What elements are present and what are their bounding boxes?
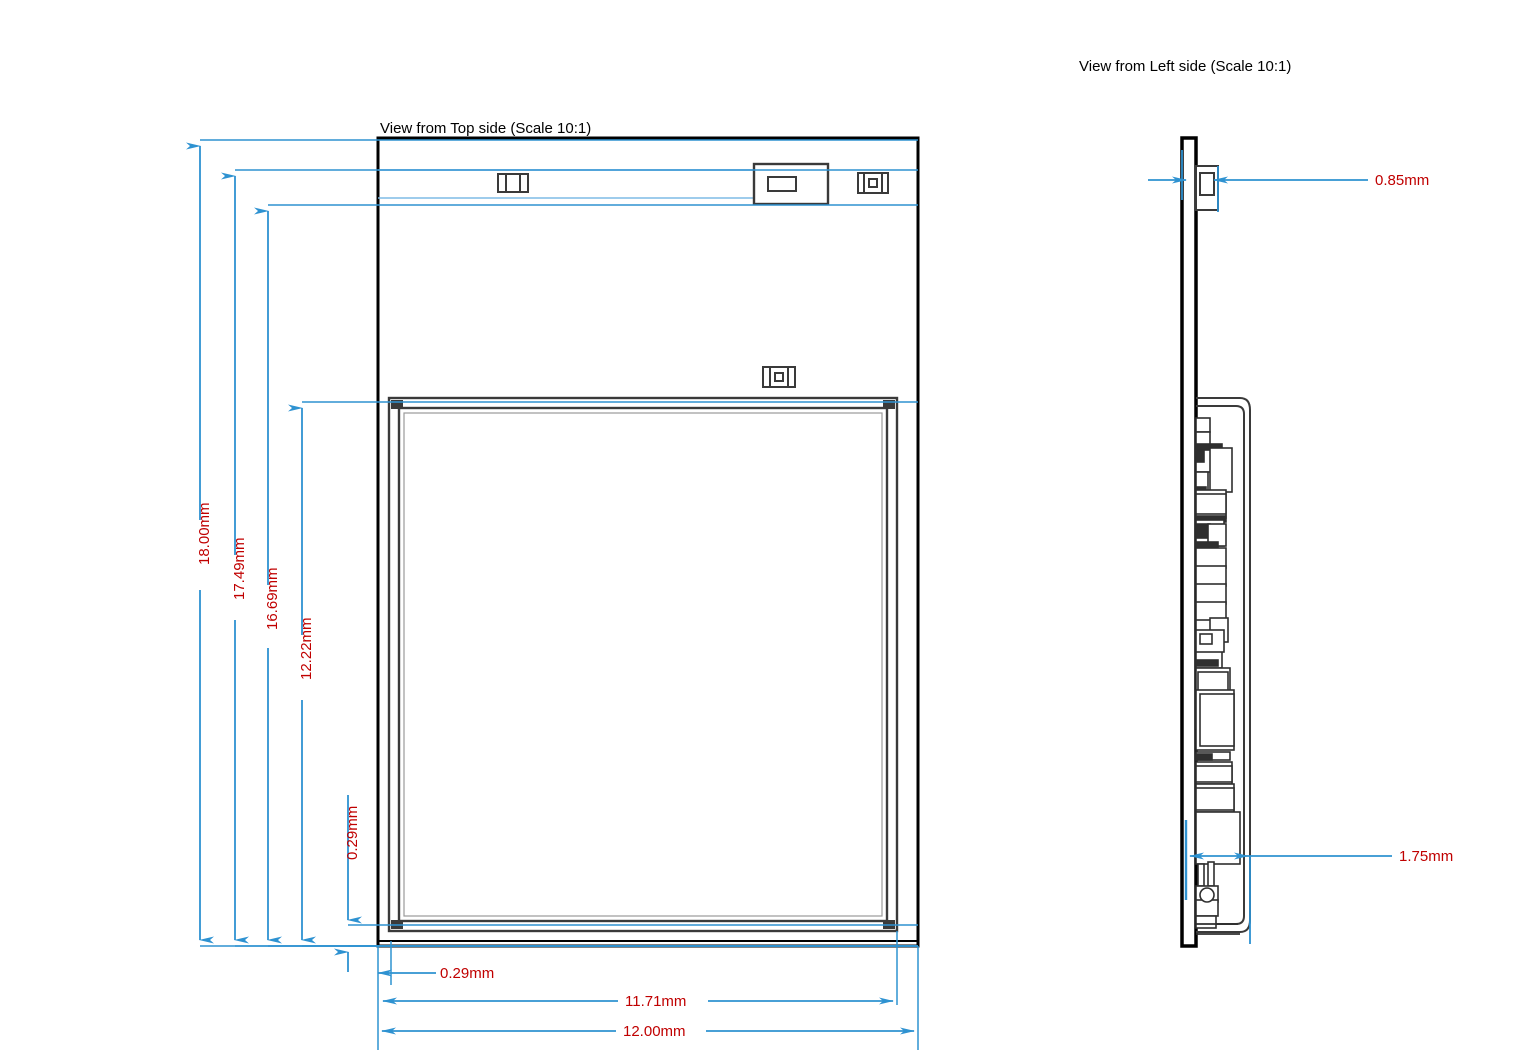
dim-label-overall-height: 18.00mm (196, 502, 213, 565)
left-view-substrate (1180, 136, 1198, 948)
component-resistor-symbol (497, 173, 529, 193)
dim-label-overall-width: 12.00mm (623, 1023, 686, 1040)
dim-label-left-offset: 0.29mm (440, 965, 495, 982)
dim-label-bottom-offset: 0.29mm (344, 805, 361, 860)
left-view-bottom-lip (1196, 923, 1240, 935)
corner-mark-top-right (883, 400, 895, 409)
top-view-package-outline (376, 136, 920, 948)
left-view-housing-outline (1196, 397, 1251, 933)
dim-label-inner-height-1: 17.49mm (231, 537, 248, 600)
left-view-group (1180, 136, 1251, 948)
top-view-title: View from Top side (Scale 10:1) (380, 120, 592, 137)
component-round-pad-symbol-middle (762, 366, 796, 388)
top-view-group (376, 136, 920, 948)
dim-label-body-thickness: 1.75mm (1399, 848, 1454, 865)
vertical-dimension-group (186, 139, 918, 972)
component-round-pad-symbol-upper (857, 172, 889, 194)
horizontal-dimension-group (377, 931, 919, 1050)
left-view-top-protrusion (1195, 165, 1219, 211)
left-view-dimension-group (1148, 150, 1392, 944)
dim-label-inner-height-2: 16.69mm (264, 567, 281, 630)
left-view-title: View from Left side (Scale 10:1) (1079, 58, 1292, 75)
dim-label-active-area-height: 12.22mm (298, 617, 315, 680)
dim-label-top-protrusion-thickness: 0.85mm (1375, 172, 1430, 189)
left-view-internal-layers (1195, 417, 1241, 929)
top-view-active-area (387, 396, 899, 933)
dim-label-active-area-width: 11.71mm (625, 993, 687, 1010)
corner-mark-top-left (391, 400, 403, 409)
